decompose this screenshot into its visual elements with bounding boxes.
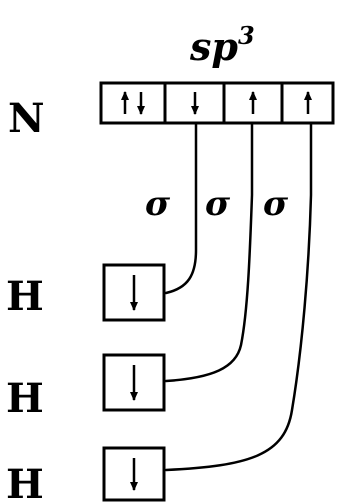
nitrogen-electron-4-1 — [304, 91, 312, 114]
nitrogen-orbital-frame — [99, 81, 335, 125]
sigma-label-2: σ — [205, 184, 231, 224]
hybridization-superscript: 3 — [238, 21, 255, 50]
hydrogen-label-3: H — [6, 461, 44, 504]
sigma-bond-line-2 — [164, 121, 254, 383]
hydrogen-label-2: H — [6, 375, 44, 422]
hydrogen-orbital-box-3 — [102, 446, 166, 502]
hydrogen-orbital-box-2 — [102, 353, 166, 412]
hydrogen-label-1: H — [6, 273, 44, 320]
sigma-label-3: σ — [263, 184, 289, 224]
hydrogen-electron-3-1 — [130, 458, 138, 491]
hydrogen-electron-2-1 — [130, 365, 138, 401]
electron-arrows — [121, 91, 312, 491]
nitrogen-electron-1-2 — [137, 92, 145, 115]
sigma-label-1: σ — [145, 184, 171, 224]
nitrogen-electron-3-1 — [249, 91, 257, 114]
nitrogen-orbital-boxes — [99, 81, 335, 125]
nitrogen-electron-1-1 — [121, 91, 129, 114]
hydrogen-orbital-box-1 — [102, 263, 166, 322]
hybridization-label: sp3 — [189, 21, 255, 69]
nitrogen-electron-2-1 — [191, 92, 199, 115]
sigma-bond-line-3 — [164, 121, 313, 472]
hydrogen-electron-1-1 — [130, 275, 138, 311]
hybridization-base: sp — [189, 24, 238, 69]
nitrogen-label: N — [8, 95, 45, 142]
sigma-bond-line-1 — [164, 121, 198, 295]
